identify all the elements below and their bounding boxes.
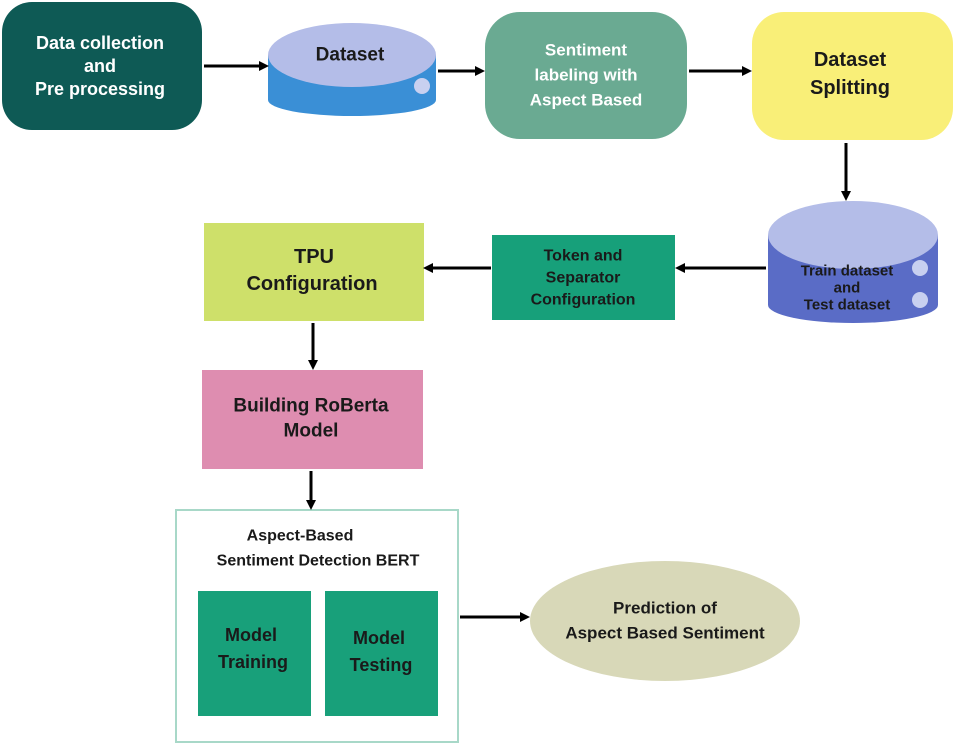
model-training-line-1: Model bbox=[225, 625, 277, 645]
data-collection-line-2: and bbox=[84, 56, 116, 76]
token-separator-line-2: Separator bbox=[546, 270, 621, 287]
model-testing-line-2: Testing bbox=[350, 655, 413, 675]
dataset-splitting-line-1: Dataset bbox=[814, 49, 887, 71]
prediction-line-2: Aspect Based Sentiment bbox=[565, 624, 765, 643]
roberta-line-1: Building RoBerta bbox=[233, 396, 389, 417]
dataset-cylinder: Dataset bbox=[268, 23, 436, 116]
bert-group-line-1: Aspect-Based bbox=[247, 528, 354, 545]
sentiment-labeling-line-3: Aspect Based bbox=[530, 91, 642, 110]
dataset-label: Dataset bbox=[316, 45, 385, 66]
data-collection-node: Data collection and Pre processing bbox=[2, 2, 202, 130]
bert-group-line-2: Sentiment Detection BERT bbox=[217, 553, 420, 570]
token-separator-line-3: Configuration bbox=[531, 292, 636, 309]
roberta-line-2: Model bbox=[284, 421, 339, 442]
train-test-line-2: and bbox=[834, 280, 861, 297]
sentiment-labeling-node: Sentiment labeling with Aspect Based bbox=[485, 12, 687, 139]
prediction-line-1: Prediction of bbox=[613, 599, 717, 618]
train-test-disk-dot-2 bbox=[912, 292, 928, 308]
model-training-node: Model Training bbox=[198, 591, 311, 716]
model-testing-node: Model Testing bbox=[325, 591, 438, 716]
train-test-cylinder: Train dataset and Test dataset bbox=[768, 201, 938, 323]
prediction-node: Prediction of Aspect Based Sentiment bbox=[530, 561, 800, 681]
dataset-disk-dot bbox=[414, 78, 430, 94]
sentiment-labeling-line-1: Sentiment bbox=[545, 41, 628, 60]
train-test-disk-dot-1 bbox=[912, 260, 928, 276]
token-separator-line-1: Token and bbox=[544, 248, 623, 265]
train-test-line-1: Train dataset bbox=[801, 263, 894, 280]
token-separator-node: Token and Separator Configuration bbox=[492, 235, 675, 320]
dataset-splitting-node: Dataset Splitting bbox=[752, 12, 953, 140]
data-collection-line-1: Data collection bbox=[36, 33, 164, 53]
tpu-configuration-node: TPU Configuration bbox=[204, 223, 424, 321]
data-collection-line-3: Pre processing bbox=[35, 79, 165, 99]
model-training-line-2: Training bbox=[218, 652, 288, 672]
tpu-line-2: Configuration bbox=[246, 273, 377, 295]
sentiment-labeling-line-2: labeling with bbox=[535, 66, 638, 85]
tpu-line-1: TPU bbox=[294, 246, 334, 268]
roberta-node: Building RoBerta Model bbox=[202, 370, 423, 469]
dataset-splitting-line-2: Splitting bbox=[810, 77, 890, 99]
train-test-line-3: Test dataset bbox=[804, 297, 890, 314]
model-testing-line-1: Model bbox=[353, 628, 405, 648]
